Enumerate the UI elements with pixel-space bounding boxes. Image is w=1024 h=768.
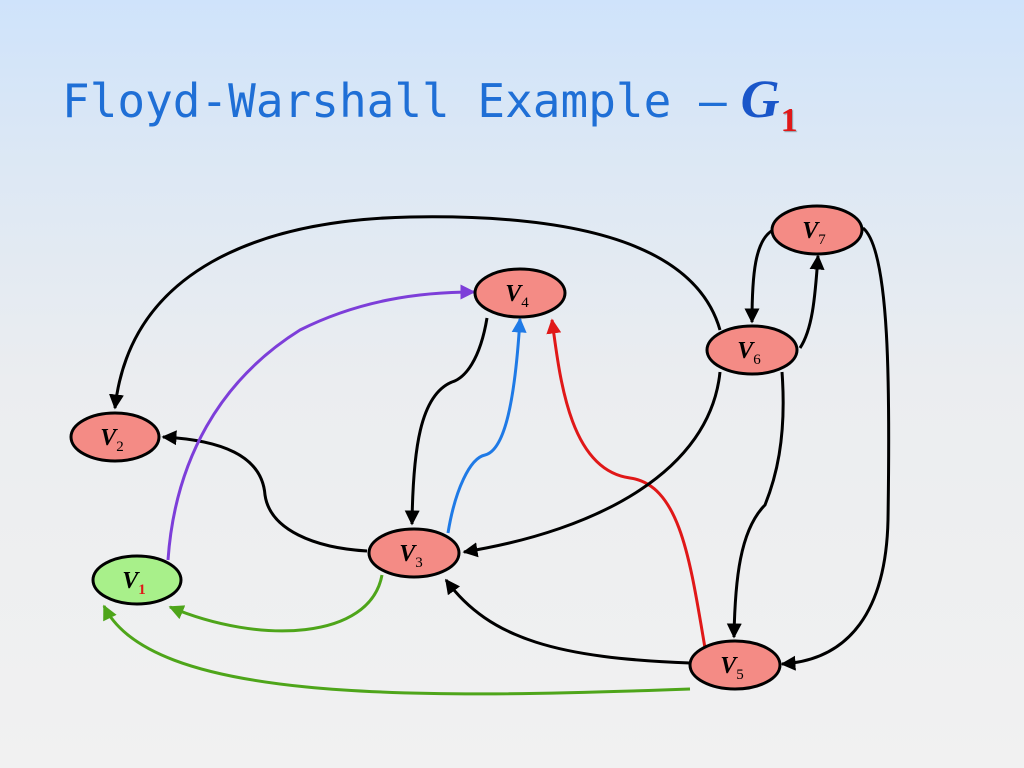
node-label-v6: V6 (737, 338, 761, 368)
node-subscript-v2: 2 (116, 439, 124, 455)
node-subscript-v5: 5 (736, 667, 744, 683)
title-text: Floyd-Warshall Example – (62, 74, 727, 128)
node-subscript-v4: 4 (521, 295, 529, 311)
edge-v5-to-v4 (546, 318, 707, 649)
edge-v5-to-v3 (444, 578, 691, 665)
node-subscript-v3: 3 (415, 555, 423, 571)
node-v7: V7 (770, 204, 864, 256)
node-subscript-v1: 1 (138, 582, 146, 598)
node-ellipse-v2 (69, 411, 161, 463)
node-v3: V3 (367, 527, 461, 579)
node-ellipse-v6 (705, 324, 799, 376)
node-ellipse-v1 (91, 554, 183, 606)
node-ellipse-v5 (688, 639, 782, 691)
node-v6: V6 (705, 324, 799, 376)
edge-v3-to-v4 (446, 317, 527, 534)
edge-v7-to-v6 (744, 228, 774, 324)
node-v1: V1 (91, 554, 183, 606)
edge-v5-to-v1 (102, 604, 691, 696)
edge-v4-to-v3 (404, 317, 489, 526)
edge-v6-to-v7 (798, 254, 825, 349)
edge-v3-to-v1 (168, 574, 384, 633)
edge-v6-to-v5 (726, 371, 785, 639)
edges-layer (102, 215, 891, 696)
node-v2: V2 (69, 411, 161, 463)
edge-v3-to-v2 (161, 430, 368, 553)
title-graph-index: 1 (780, 102, 798, 139)
edge-v1-to-v4 (166, 284, 476, 561)
node-subscript-v6: 6 (753, 352, 761, 368)
slide-title: Floyd-Warshall Example –G1 (62, 64, 798, 142)
title-graph-symbol: G (740, 69, 780, 129)
edge-v6-to-v3 (462, 371, 722, 558)
node-subscript-v7: 7 (818, 232, 826, 248)
edge-v6-to-v2 (109, 215, 722, 410)
node-v4: V4 (473, 267, 567, 319)
node-ellipse-v3 (367, 527, 461, 579)
edge-v7-to-v5 (780, 226, 891, 671)
node-ellipse-v7 (770, 204, 864, 256)
node-v5: V5 (688, 639, 782, 691)
node-ellipse-v4 (473, 267, 567, 319)
